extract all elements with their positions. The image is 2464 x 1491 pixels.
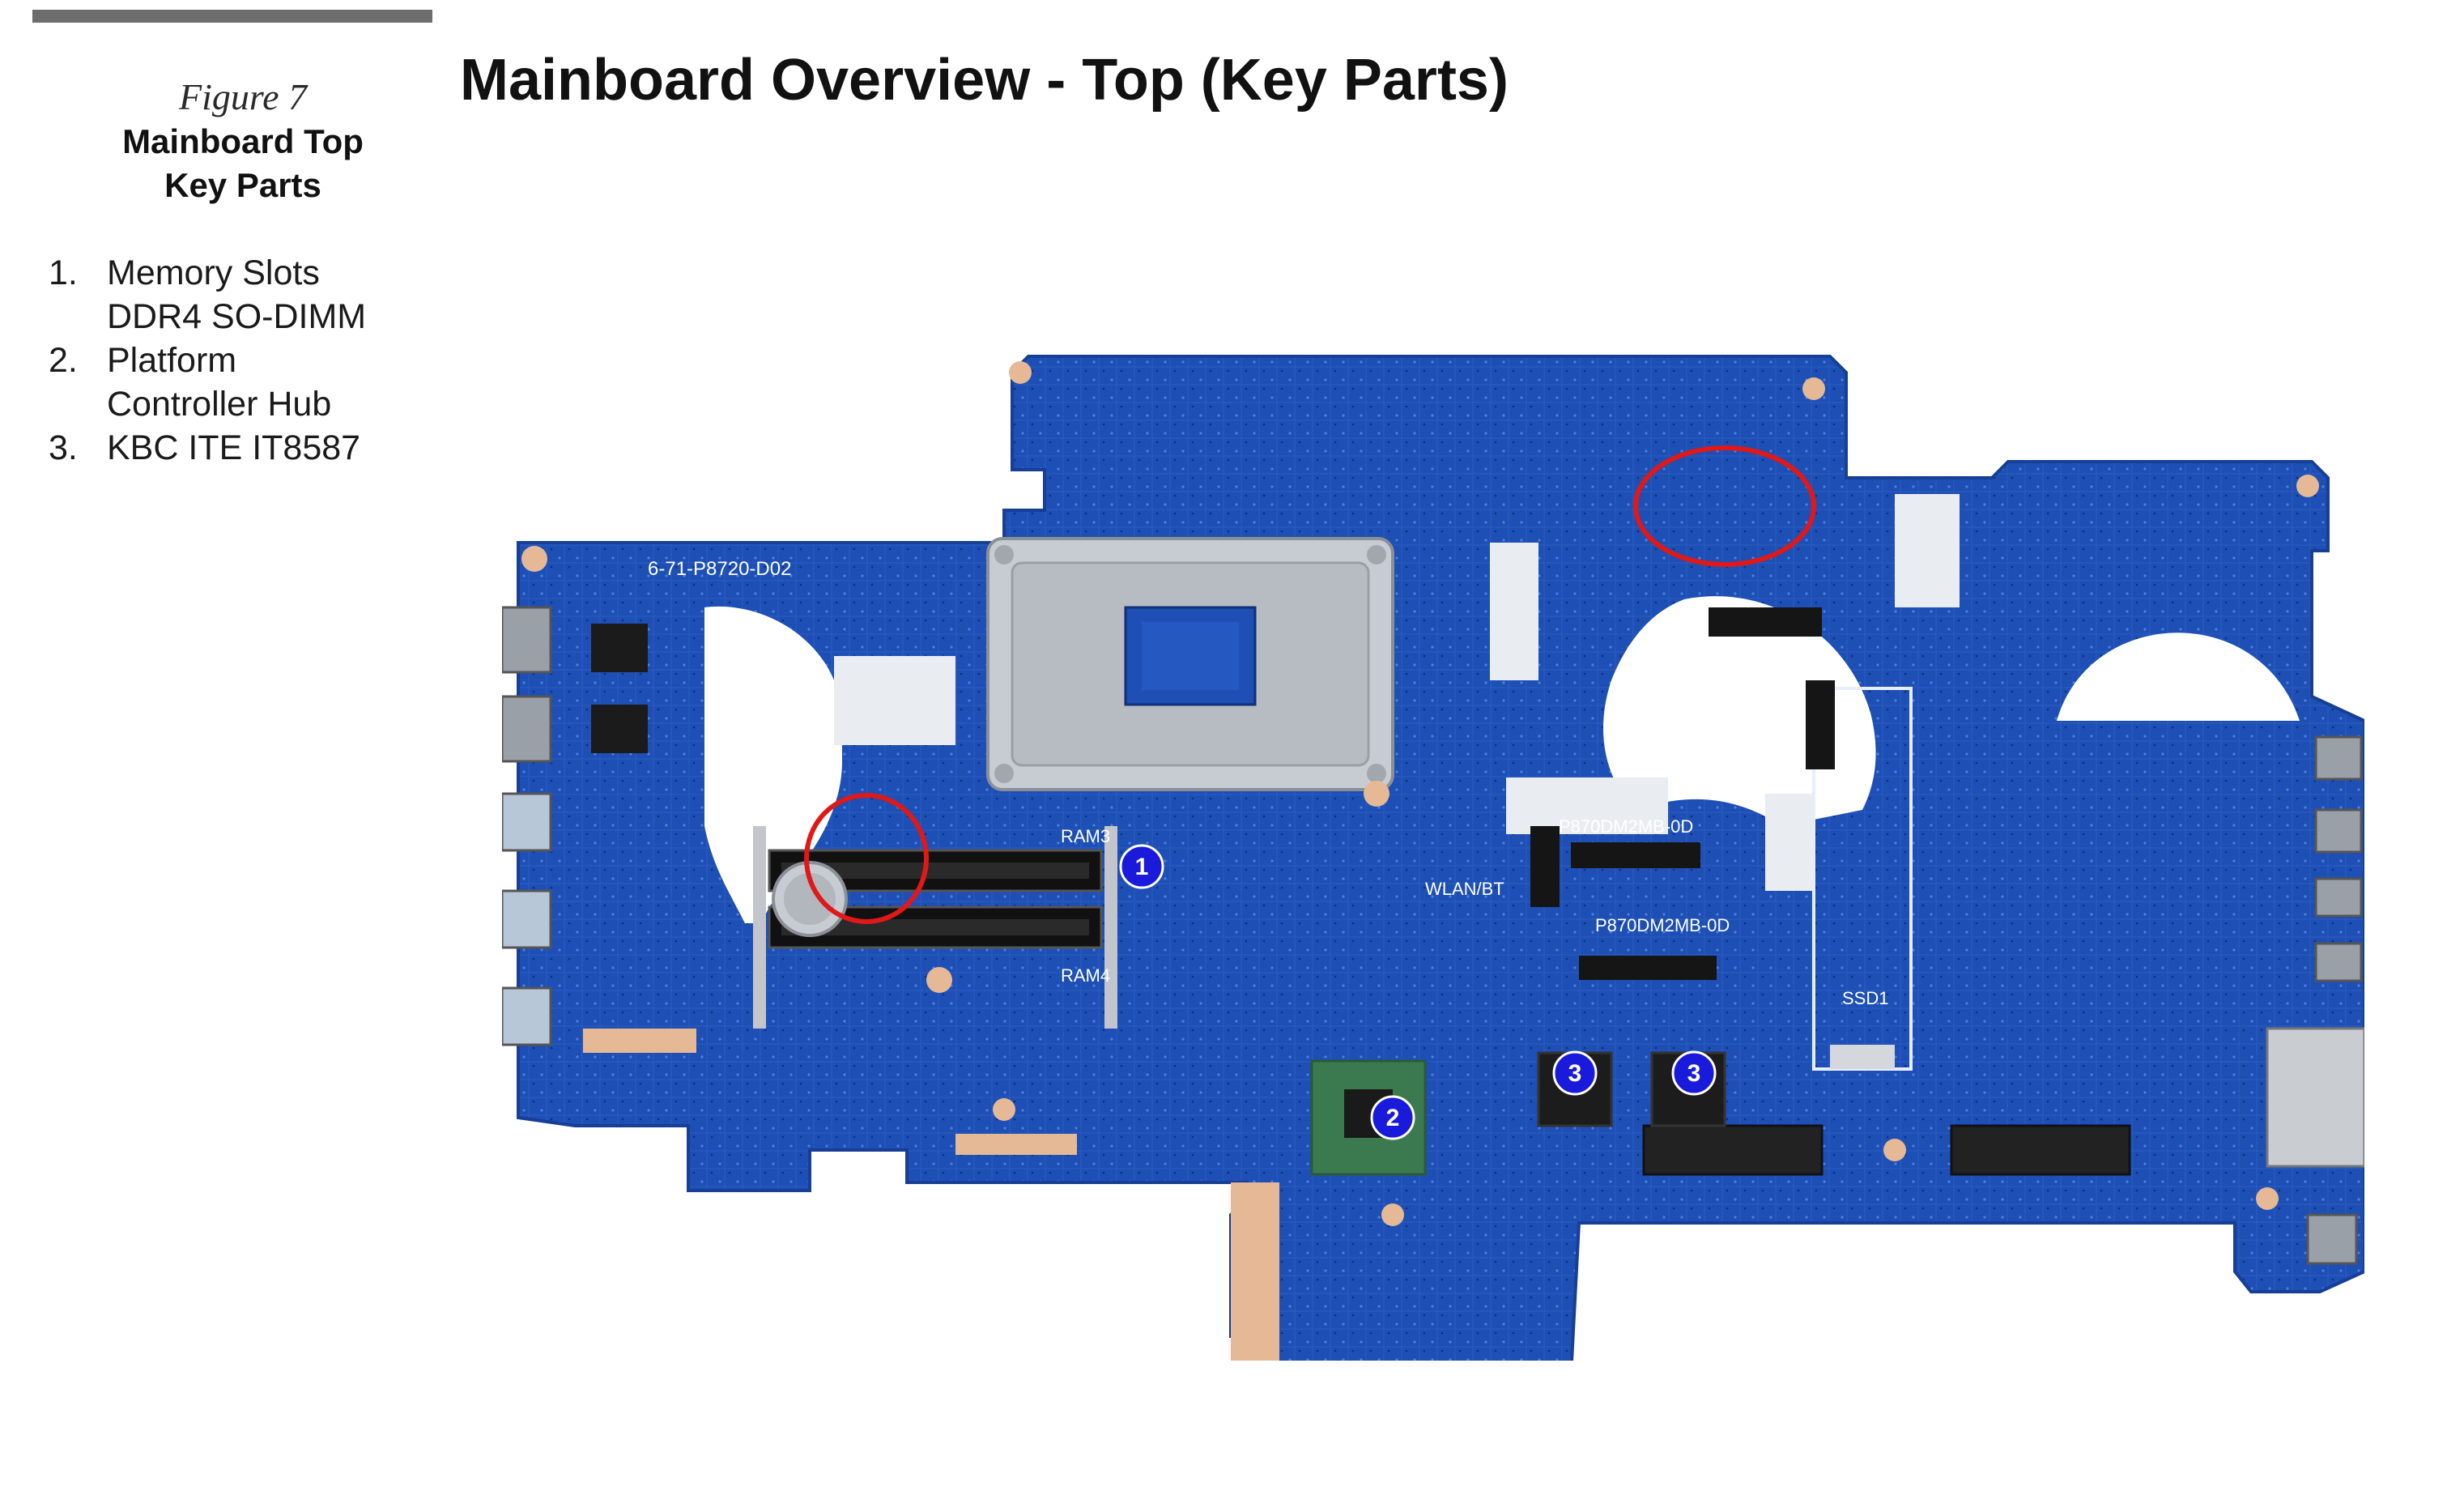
list-number: 1. xyxy=(49,253,78,292)
right-fan-cutout xyxy=(2057,633,2300,721)
header-rule xyxy=(32,10,432,23)
callout-3b: 3 xyxy=(1671,1050,1717,1096)
figure-caption: Figure 7 Mainboard Top Key Parts xyxy=(32,75,453,207)
left-ports xyxy=(502,606,648,1046)
list-number: 2. xyxy=(49,341,78,380)
silk-wlan-label: WLAN/BT xyxy=(1425,879,1504,899)
callout-label: 3 xyxy=(1687,1060,1701,1087)
silk-model-label: 6-71-P8720-D02 xyxy=(648,558,791,580)
silk-ssd2-label: SSD2 xyxy=(1632,711,1678,731)
highlight-ring-upper xyxy=(1633,445,1816,567)
part-name: KBC ITE IT8587 xyxy=(107,428,361,467)
silk-p870-label-b: P870DM2MB-0D xyxy=(1595,915,1730,935)
list-item: 1. Memory Slots DDR4 SO-DIMM xyxy=(49,251,470,339)
parts-list: 1. Memory Slots DDR4 SO-DIMM 2. Platform… xyxy=(49,251,470,470)
callout-1: 1 xyxy=(1119,844,1164,889)
figure-title: Mainboard Top Key Parts xyxy=(32,120,453,207)
callout-label: 3 xyxy=(1568,1060,1582,1087)
callout-label: 1 xyxy=(1135,854,1149,880)
callout-2: 2 xyxy=(1370,1095,1415,1140)
silk-ssd1-label: SSD1 xyxy=(1842,988,1888,1008)
list-number: 3. xyxy=(49,428,78,467)
silk-p870-label-a: P870DM2MB-0D xyxy=(1559,816,1693,837)
silk-ram3-label: RAM3 xyxy=(1061,826,1110,846)
list-item: 2. Platform Controller Hub xyxy=(49,339,470,426)
right-ports xyxy=(2266,735,2364,1265)
part-detail: Controller Hub xyxy=(107,385,332,424)
figure-title-line1: Mainboard Top xyxy=(122,122,364,160)
part-detail: DDR4 SO-DIMM xyxy=(107,297,367,336)
part-name: Platform xyxy=(107,341,237,380)
callout-3a: 3 xyxy=(1552,1050,1598,1096)
mainboard-photo: 6-71-P8720-D02 SSD2 SSD1 RAM3 RAM4 WLAN/… xyxy=(502,355,2364,1361)
silk-ram4-label: RAM4 xyxy=(1061,965,1110,986)
figure-number: Figure 7 xyxy=(179,76,307,117)
highlight-ring-lower xyxy=(804,793,929,924)
list-item: 3. KBC ITE IT8587 xyxy=(49,426,470,470)
cpu-bracket xyxy=(986,537,1394,791)
figure-title-line2: Key Parts xyxy=(164,166,321,204)
part-name: Memory Slots xyxy=(107,253,320,292)
callout-label: 2 xyxy=(1386,1105,1400,1131)
page-title: Mainboard Overview - Top (Key Parts) xyxy=(460,48,1509,113)
